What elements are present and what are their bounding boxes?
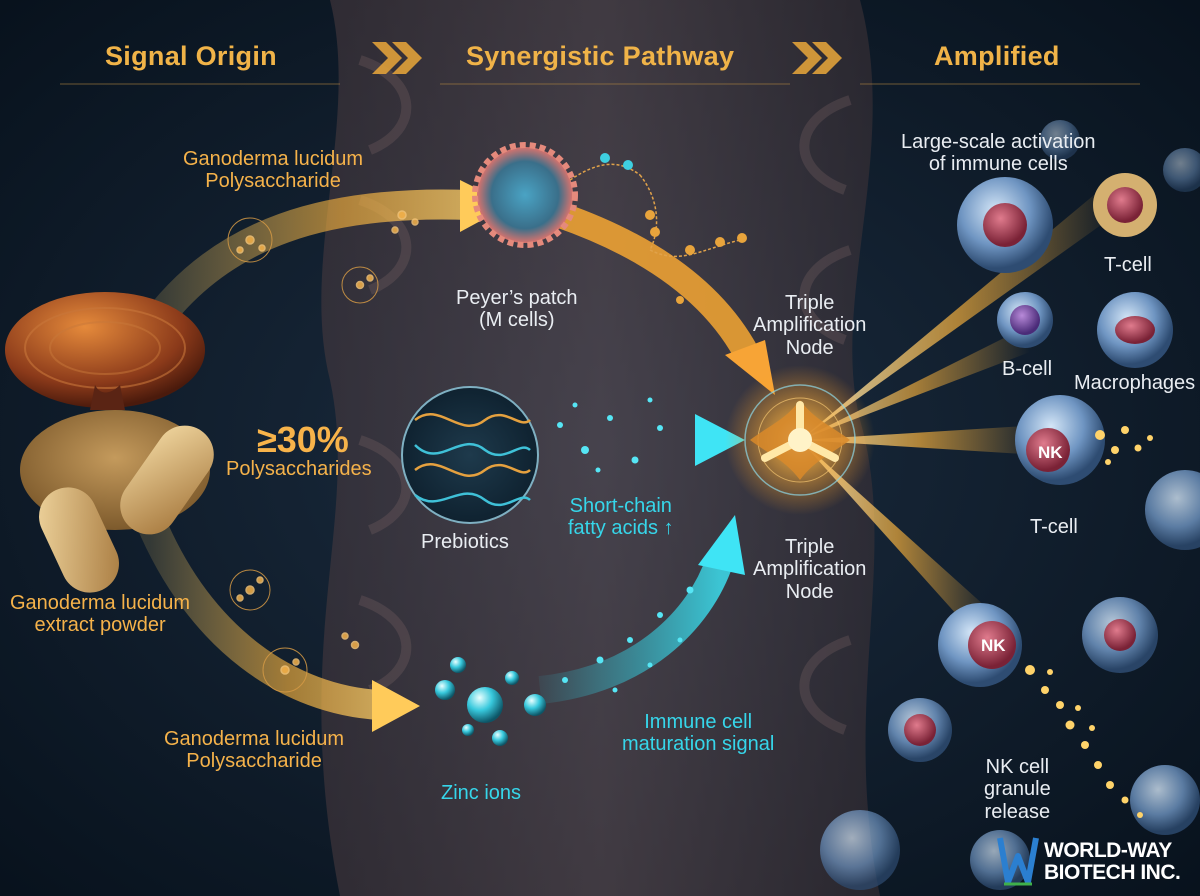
label-nk-granule-release: NK cell granule release (984, 756, 1051, 823)
label-macrophages: Macrophages (1074, 372, 1196, 394)
nk-badge-2: NK (981, 636, 1006, 655)
label-concentration: ≥30% (257, 419, 349, 460)
label-prebiotics: Prebiotics (421, 531, 509, 553)
label-extract-powder: Ganoderma lucidum extract powder (10, 592, 191, 637)
label-gl-polysaccharide-bottom: Ganoderma lucidum Polysaccharide (164, 728, 345, 773)
label-node-top: Triple Amplification Node (753, 292, 867, 359)
label-tcell-top: T-cell (1104, 254, 1152, 276)
label-large-scale-activation: Large-scale activation of immune cells (901, 131, 1096, 176)
header-amplified: Amplified (934, 41, 1060, 71)
header-synergistic-pathway: Synergistic Pathway (466, 41, 735, 71)
label-concentration-sub: Polysaccharides (226, 458, 372, 480)
label-tcell-mid: T-cell (1030, 516, 1078, 538)
label-gl-polysaccharide-top: Ganoderma lucidum Polysaccharide (183, 148, 364, 193)
label-zinc-ions: Zinc ions (441, 782, 522, 804)
label-maturation-signal: Immune cell maturation signal (622, 711, 775, 756)
nk-badge-1: NK (1038, 443, 1063, 462)
header-signal-origin: Signal Origin (105, 41, 277, 71)
label-short-chain-fatty-acids: Short-chain fatty acids ↑ (568, 495, 674, 540)
label-bcell: B-cell (1002, 358, 1053, 380)
label-peyers-patch: Peyer’s patch (M cells) (456, 287, 578, 332)
company-logo: WORLD-WAY BIOTECH INC. (1044, 839, 1181, 885)
label-node-bottom: Triple Amplification Node (753, 536, 867, 603)
